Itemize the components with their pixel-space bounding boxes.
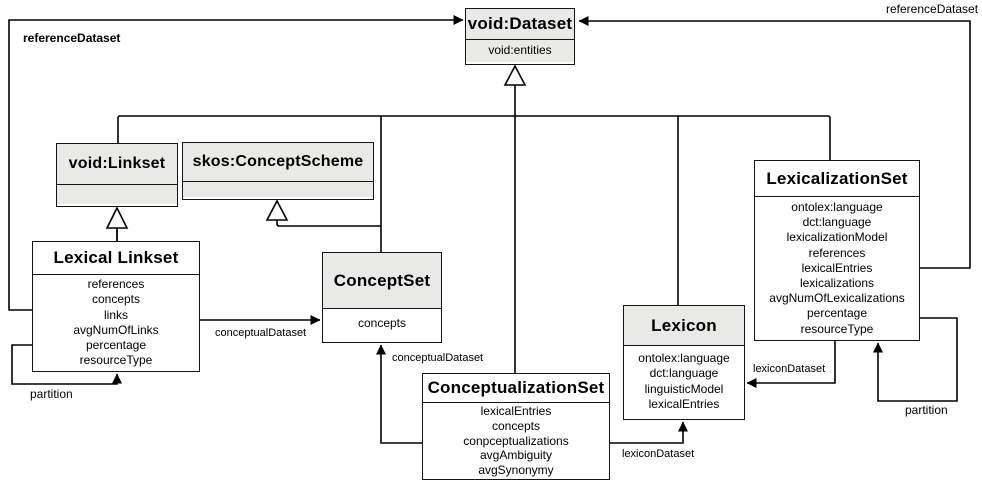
attribute: ontolex:language: [638, 351, 730, 365]
class-void-dataset: void:Dataset void:entities: [465, 8, 575, 65]
attribute: percentage: [806, 306, 868, 321]
edge-lexicon-dataset-right: [746, 341, 836, 388]
attribute: links: [103, 307, 128, 322]
edge-label-partition-left: partition: [28, 387, 75, 401]
edge-label-conceptual-dataset-left: conceptualDataset: [213, 327, 309, 340]
attribute: linguisticModel: [644, 381, 724, 396]
attribute: lexicalEntries: [801, 260, 873, 275]
edge-partition-left: [11, 344, 122, 385]
attribute: lexicalEntries: [480, 404, 552, 418]
edge-label-reference-dataset-right: referenceDataset: [884, 2, 981, 16]
generalization-triangle-void-linkset: [105, 206, 129, 229]
attribute: concepts: [91, 292, 141, 307]
edge-label-partition-right: partition: [903, 403, 950, 417]
attribute: conpceptualizations: [463, 433, 569, 448]
attribute: lexicalEntries: [648, 397, 720, 412]
class-lexicalizationset-title: LexicalizationSet: [755, 161, 919, 197]
attribute: concepts: [357, 316, 407, 330]
attribute: resourceType: [800, 321, 874, 336]
edge-reference-dataset-right: [578, 16, 971, 269]
attribute: ontolex:language: [791, 200, 883, 214]
edge-lexicon-dataset-bottom: [610, 421, 688, 444]
class-lexicalizationset: LexicalizationSet ontolex:language dct:l…: [754, 160, 920, 341]
edge-partition-right: [873, 317, 958, 402]
edge-conceptual-dataset-bottom: [376, 344, 422, 444]
class-conceptset-title: ConceptSet: [323, 253, 441, 309]
edge-label-lexicon-dataset-right: lexiconDataset: [751, 363, 828, 376]
class-skos-conceptscheme-title: skos:ConceptScheme: [183, 143, 373, 182]
attribute: dct:language: [649, 366, 719, 381]
empty-compartment: [183, 182, 373, 197]
class-skos-conceptscheme: skos:ConceptScheme: [182, 142, 374, 200]
empty-compartment: [57, 185, 177, 204]
class-void-linkset: void:Linkset: [56, 143, 178, 207]
attribute: avgAmbiguity: [479, 448, 553, 463]
generalization-triangle-skos-conceptscheme: [265, 199, 289, 221]
class-lexical-linkset-title: Lexical Linkset: [33, 242, 199, 275]
edge-generalization-skos-branch: [276, 220, 381, 227]
attribute: lexicalizations: [799, 276, 875, 291]
attribute: lexicalizationModel: [786, 230, 888, 245]
attribute: references: [808, 245, 866, 260]
class-lexical-linkset: Lexical Linkset references concepts link…: [32, 241, 200, 372]
class-void-dataset-title: void:Dataset: [466, 9, 574, 40]
attribute: dct:language: [802, 215, 872, 230]
attribute: avgSynonymy: [478, 463, 554, 478]
class-conceptualizationset: ConceptualizationSet lexicalEntries conc…: [422, 373, 610, 480]
class-lexicon: Lexicon ontolex:language dct:language li…: [623, 305, 745, 420]
edge-reference-dataset-left: [8, 15, 464, 311]
class-lexicon-title: Lexicon: [624, 306, 744, 346]
attribute: concepts: [491, 418, 541, 433]
edge-label-reference-dataset-left: referenceDataset: [21, 31, 123, 45]
attribute: references: [87, 277, 145, 291]
attribute: resourceType: [79, 353, 153, 368]
generalization-triangle-void-dataset: [503, 64, 527, 86]
attribute: void:entities: [488, 43, 552, 57]
attribute: avgNumOfLexicalizations: [769, 291, 905, 306]
attribute: percentage: [85, 338, 147, 353]
edge-label-lexicon-dataset-bottom: lexiconDataset: [620, 448, 697, 461]
attribute: avgNumOfLinks: [73, 322, 159, 337]
class-conceptualizationset-title: ConceptualizationSet: [423, 374, 609, 403]
class-void-linkset-title: void:Linkset: [57, 144, 177, 185]
edge-label-conceptual-dataset-bottom: conceptualDataset: [390, 352, 486, 365]
class-conceptset: ConceptSet concepts: [322, 252, 442, 343]
edge-generalization-bus: [117, 115, 831, 160]
